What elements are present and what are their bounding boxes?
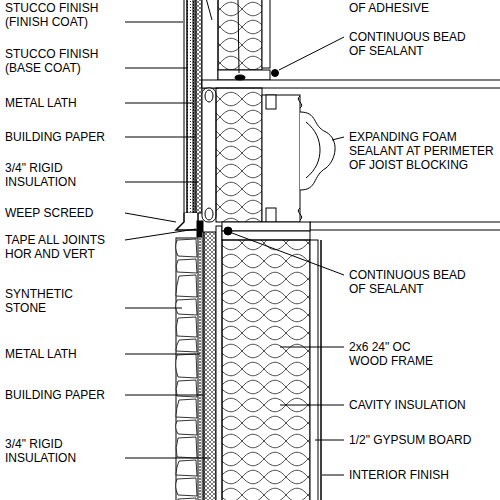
rim-joist <box>202 88 216 222</box>
leader-line <box>125 182 198 183</box>
callout-label: 3/4" RIGID INSULATION <box>4 437 116 465</box>
blocking-edge <box>266 95 276 109</box>
stone-block <box>176 437 197 458</box>
blocking-edge <box>266 208 276 222</box>
leader-line <box>125 229 196 240</box>
floor-insulation <box>216 88 262 222</box>
leader-line <box>125 213 176 222</box>
metal-lath <box>200 232 201 500</box>
sealant-bead <box>224 227 232 235</box>
foam-sealant-edge <box>306 122 320 178</box>
stone-block <box>176 317 197 337</box>
top-plate <box>222 222 310 231</box>
callout-label: STUCCO FINISH (FINISH COAT) <box>4 1 116 29</box>
drawing-part <box>176 239 197 500</box>
leader-line <box>280 405 344 406</box>
stone-block <box>176 259 197 273</box>
synthetic-stone <box>176 238 198 500</box>
upper-gypsum <box>262 0 270 68</box>
leader-line <box>125 308 182 309</box>
leader-line <box>206 0 212 20</box>
callout-label: 1/2" GYPSUM BOARD <box>348 433 498 447</box>
metal-lath <box>193 0 194 213</box>
stone-block <box>176 498 197 500</box>
stone-block <box>176 420 197 435</box>
stone-block <box>176 380 197 397</box>
callout-label: SYNTHETIC STONE <box>4 287 86 315</box>
drawing-part <box>125 0 500 500</box>
top-plate <box>222 231 310 240</box>
interior-finish <box>320 240 322 500</box>
sheathing <box>216 226 222 500</box>
leader-line <box>232 233 344 275</box>
stone-block <box>176 460 197 476</box>
leader-line <box>125 458 210 459</box>
upper-stud <box>202 0 218 88</box>
callout-label: 3/4" RIGID INSULATION <box>4 161 116 189</box>
stone-block <box>176 399 197 418</box>
weep-screed <box>176 213 198 230</box>
callout-label: METAL LATH <box>4 347 116 361</box>
leader-line <box>125 103 193 104</box>
joist-blocking <box>262 95 300 222</box>
gypsum-board <box>310 240 318 500</box>
foam-sealant <box>300 112 335 190</box>
callout-label: WEEP SCREED <box>4 206 116 220</box>
leader-line <box>322 475 344 476</box>
rigid-insulation <box>204 232 216 500</box>
subfloor <box>202 80 500 88</box>
callout-label: INTERIOR FINISH <box>348 468 498 482</box>
callout-label: CAVITY INSULATION <box>348 398 498 412</box>
callout-label: CONTINUOUS BEAD OF SEALANT <box>348 30 470 58</box>
bottom-plate <box>218 70 270 80</box>
stone-block <box>176 339 197 352</box>
callout-label: EXPANDING FOAM SEALANT AT PERIMETER OF J… <box>348 130 498 172</box>
callout-label: BUILDING PAPER <box>4 388 116 402</box>
callout-label: CONTINUOUS BEAD OF SEALANT <box>348 268 470 296</box>
stone-block <box>176 354 197 378</box>
leader-line <box>238 0 239 73</box>
callout-label: 2x6 24" OC WOOD FRAME <box>348 340 440 368</box>
stone-block <box>176 478 197 496</box>
rigid-insulation <box>196 0 202 213</box>
callout-label: TAPE ALL JOINTS HOR AND VERT <box>4 233 121 261</box>
callout-label: BUILDING PAPER <box>4 130 116 144</box>
callout-label: STUCCO FINISH (BASE COAT) <box>4 47 116 75</box>
rim-joist-end <box>205 208 213 220</box>
stone-block <box>176 275 197 297</box>
ceiling-gypsum <box>310 222 500 230</box>
leader-line <box>125 68 188 69</box>
rim-joist-end <box>205 90 213 102</box>
callout-label: METAL LATH <box>4 96 116 110</box>
sealant-bead <box>272 70 279 77</box>
leader-line <box>125 22 183 23</box>
leader-line <box>125 395 203 396</box>
leader-line <box>279 37 344 70</box>
adhesive-bead <box>235 75 245 80</box>
stone-block <box>176 299 197 315</box>
cavity-insulation <box>222 240 310 500</box>
upper-cavity-insulation <box>218 0 262 70</box>
leader-line <box>125 137 195 138</box>
leader-line <box>315 440 344 441</box>
stucco-base-coat <box>187 0 193 213</box>
leader-line <box>332 137 344 140</box>
stone-block <box>176 239 197 257</box>
leader-line <box>125 354 200 355</box>
callout-label: OF ADHESIVE <box>348 1 490 15</box>
leader-line <box>280 347 344 348</box>
